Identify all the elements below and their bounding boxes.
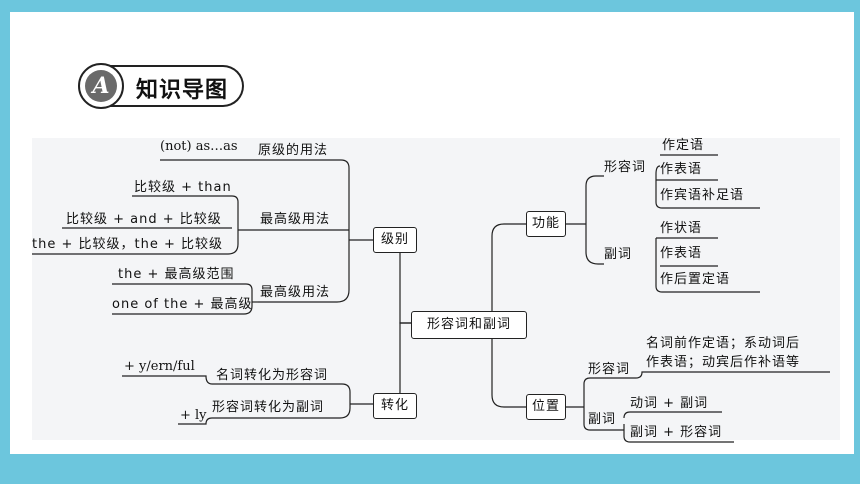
function-adj-item-2: 作表语 (660, 162, 703, 177)
superlative-item-2: one of the + 最高级 (112, 297, 253, 312)
grade-node: 级别 (373, 227, 417, 253)
position-node: 位置 (526, 394, 566, 420)
positive-item: (not) as…as (160, 139, 238, 154)
superlative-item-1: the + 最高级范围 (118, 267, 235, 282)
function-node: 功能 (526, 211, 566, 237)
frame-right (854, 0, 860, 484)
comparative-item-2: 比较级 + and + 比较级 (66, 212, 222, 227)
function-adj-item-3: 作宾语补足语 (660, 188, 745, 203)
position-adv-label: 副词 (588, 412, 617, 427)
comparative-item-3: the + 比较级，the + 比较级 (32, 237, 223, 252)
conversion-label: 转化 (380, 398, 409, 413)
badge-pill (110, 65, 244, 107)
position-adv-item-2: 副词 + 形容词 (630, 425, 723, 440)
position-adj-label: 形容词 (588, 362, 631, 377)
function-adv-item-3: 作后置定语 (660, 272, 731, 287)
superlative-label: 最高级用法 (260, 285, 331, 300)
badge-circle: A (78, 63, 124, 109)
frame-bottom (0, 454, 860, 484)
comparative-item-1: 比较级 + than (134, 180, 232, 195)
comparative-label: 最高级用法 (260, 212, 331, 227)
adv-suffix: + ly (180, 408, 207, 423)
frame-left (0, 0, 10, 484)
center-node: 形容词和副词 (411, 311, 527, 339)
conversion-node: 转化 (373, 393, 417, 419)
function-adj-label: 形容词 (604, 160, 647, 175)
function-adv-item-2: 作表语 (660, 246, 703, 261)
positive-label: 原级的用法 (258, 143, 329, 158)
grade-label: 级别 (380, 232, 409, 247)
page-title: 知识导图 (136, 78, 229, 103)
noun-to-adj-label: 名词转化为形容词 (216, 368, 329, 383)
diagram-panel (32, 138, 840, 440)
function-label: 功能 (531, 216, 560, 231)
function-adj-item-1: 作定语 (662, 138, 705, 153)
center-label: 形容词和副词 (426, 317, 511, 332)
position-adj-line-1: 名词前作定语；系动词后 (646, 336, 801, 351)
badge-letter: A (85, 70, 117, 102)
section-badge: A 知识导图 (78, 62, 248, 112)
noun-suffix: + y/ern/ful (124, 359, 195, 374)
position-label: 位置 (531, 399, 560, 414)
function-adv-label: 副词 (604, 247, 633, 262)
adj-to-adv-label: 形容词转化为副词 (212, 400, 325, 415)
function-adv-item-1: 作状语 (660, 221, 703, 236)
position-adj-line-2: 作表语；动宾后作补语等 (646, 355, 801, 370)
position-adv-item-1: 动词 + 副词 (630, 396, 709, 411)
frame-top (0, 0, 860, 12)
